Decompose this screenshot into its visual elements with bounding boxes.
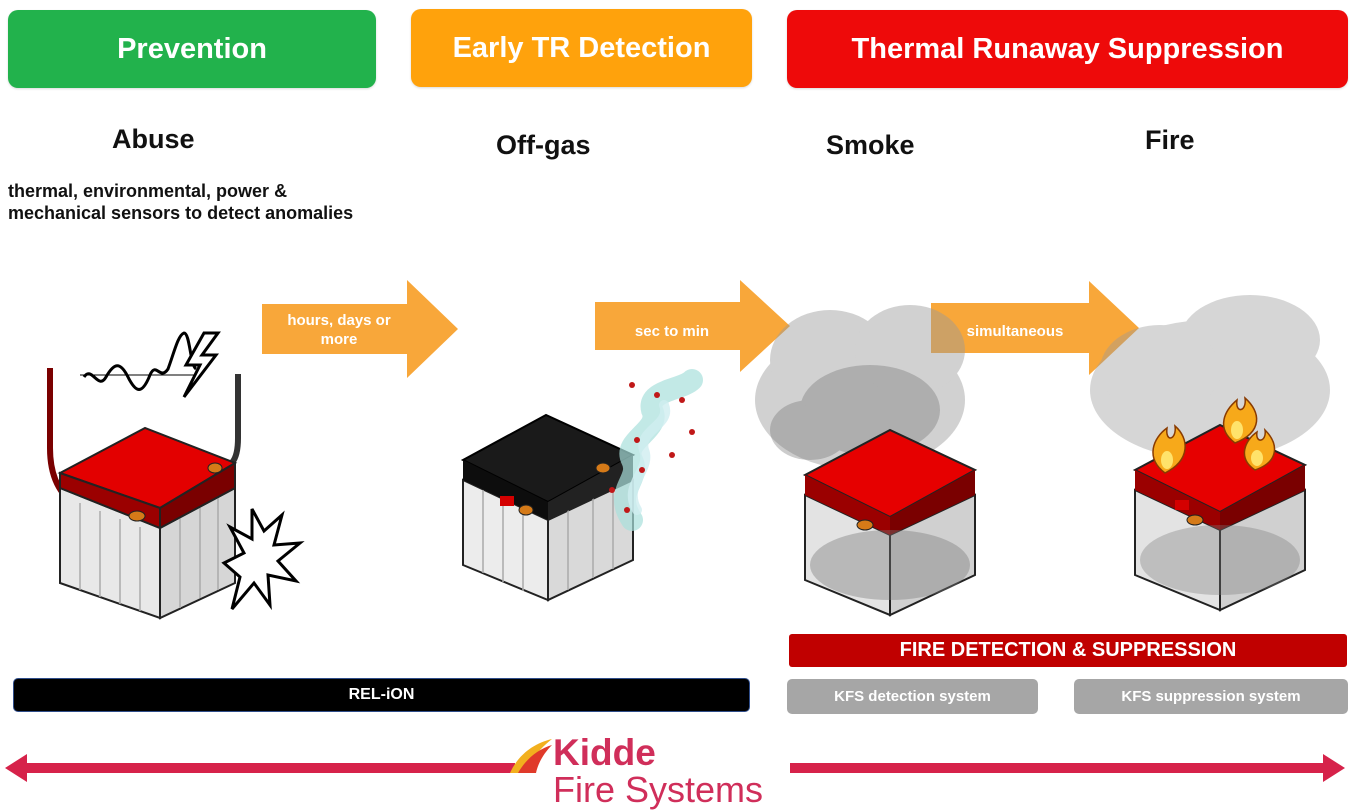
abuse-description: thermal, environmental, power & mechanic… — [8, 181, 354, 223]
arrow-3 — [931, 281, 1139, 375]
waveform-icon — [80, 331, 221, 398]
relion-label: REL-iON — [348, 686, 415, 703]
stage-offgas-title: Off-gas — [496, 130, 591, 160]
stage-abuse-title: Abuse — [112, 124, 195, 154]
phase-suppression-header: Thermal Runaway Suppression — [787, 10, 1348, 88]
abused-battery-icon — [47, 368, 241, 620]
smoke-battery-icon — [802, 428, 978, 617]
arrow-1 — [262, 280, 458, 378]
logo-sub-text: Fire Systems — [553, 769, 764, 810]
kfs-suppression-label: KFS suppression system — [1121, 688, 1301, 705]
arrow-2-label: sec to min — [634, 323, 710, 340]
stage-fire-title: Fire — [1145, 125, 1195, 155]
impact-crack-icon — [221, 508, 305, 611]
arrow-2 — [595, 280, 790, 372]
kfs-detection-label: KFS detection system — [834, 688, 991, 705]
fire-detection-suppression-bar: FIRE DETECTION & SUPPRESSION — [789, 634, 1347, 667]
phase-early-detection-header: Early TR Detection — [411, 9, 752, 87]
phase-prevention-header: Prevention — [8, 10, 376, 88]
kfs-detection-bar: KFS detection system — [787, 679, 1038, 714]
fire-smoke-cloud-icon — [1090, 295, 1330, 460]
timeline-left-arrow — [5, 754, 515, 782]
arrow-3-label: simultaneous — [966, 323, 1064, 340]
phase-early-detection-label: Early TR Detection — [452, 31, 711, 64]
kfs-suppression-bar: KFS suppression system — [1074, 679, 1348, 714]
timeline-right-arrow — [790, 754, 1345, 782]
kidde-logo-icon — [510, 739, 552, 773]
offgas-battery-icon — [460, 413, 636, 602]
relion-bar: REL-iON — [13, 678, 750, 712]
flames-icon — [1152, 396, 1276, 474]
logo-brand-text: Kidde — [553, 732, 656, 773]
offgas-cloud-icon — [609, 369, 703, 531]
arrow-1-label: hours, days or more — [287, 312, 391, 348]
smoke-cloud-icon — [755, 305, 965, 470]
phase-suppression-label: Thermal Runaway Suppression — [851, 32, 1284, 65]
stage-smoke-title: Smoke — [826, 130, 915, 160]
phase-prevention-label: Prevention — [117, 32, 267, 65]
fire-detection-suppression-label: FIRE DETECTION & SUPPRESSION — [899, 639, 1237, 661]
